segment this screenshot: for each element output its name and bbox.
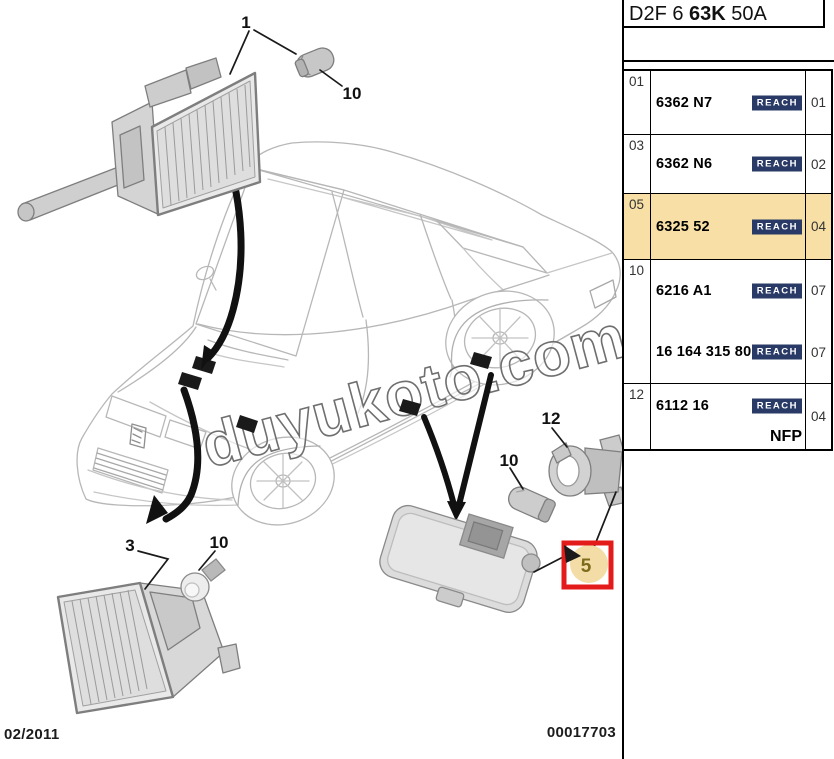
leader-arrows	[146, 149, 494, 524]
reach-badge[interactable]: REACH	[751, 344, 802, 360]
row-index: 12	[624, 384, 651, 449]
interior-lamp-assembly-bottom	[56, 581, 241, 715]
callout-10-side: 10	[500, 451, 519, 470]
highlight-circle	[570, 545, 608, 583]
reach-badge[interactable]: REACH	[751, 219, 802, 234]
wedge-bulb-top	[294, 47, 335, 78]
reach-badge[interactable]: REACH	[751, 398, 802, 414]
leader-arrowhead	[564, 545, 581, 563]
diagram-pane: duyukoto.com	[4, 13, 622, 743]
figure-code-bold: 63K	[689, 3, 726, 25]
figure-code-part1: D2F 6	[629, 3, 690, 25]
selected-part-marker[interactable]	[561, 540, 614, 590]
row-index: 10	[624, 260, 651, 383]
callout-10-top: 10	[343, 84, 362, 103]
callout-3: 3	[125, 536, 134, 555]
table-row[interactable]: 01 6362 N7 REACH 01	[624, 71, 831, 135]
part-number: 6362 N7	[656, 94, 713, 111]
part-number: 6216 A1	[656, 282, 712, 299]
table-row[interactable]: 10 6216 A1 REACH 16 164 315 80 REACH 07 …	[624, 260, 831, 384]
table-row[interactable]: 12 6112 16 REACH NFP 04	[624, 384, 831, 449]
ref-number: 07	[810, 283, 827, 299]
ref-number: 01	[810, 95, 827, 110]
reach-badge[interactable]: REACH	[751, 156, 802, 172]
callout-12: 12	[542, 409, 561, 428]
ref-number: 02	[810, 156, 827, 172]
reach-badge[interactable]: REACH	[751, 95, 802, 110]
ref-number: 04	[810, 409, 827, 424]
part-number: 16 164 315 80	[656, 344, 752, 361]
interior-lamp-assembly-top	[17, 57, 262, 222]
empty-header-row	[624, 28, 834, 62]
exploded-parts-diagram: duyukoto.com	[17, 13, 622, 715]
callout-10-bottom: 10	[210, 533, 229, 552]
revision-date: 02/2011	[4, 726, 60, 743]
wedge-bulb-side	[507, 486, 556, 523]
part-number: 6112 16	[656, 398, 710, 414]
callout-leaders	[137, 29, 617, 590]
part-number: 6362 N6	[656, 156, 713, 172]
figure-code-header: D2F 6 63K 50A	[624, 0, 825, 28]
front-wheel	[231, 436, 335, 526]
figure-code-part3: 50A	[725, 3, 767, 25]
callout-1: 1	[241, 13, 250, 32]
row-index: 03	[624, 135, 651, 193]
table-row-highlighted[interactable]: 05 6325 52 REACH 04	[624, 194, 831, 260]
bulb-socket	[548, 434, 622, 507]
parts-table-pane: D2F 6 63K 50A 01 6362 N7 REACH 01 03	[622, 0, 834, 759]
selection-red-box	[561, 540, 614, 590]
callout-5: 5	[581, 556, 592, 577]
table-row[interactable]: 03 6362 N6 REACH 02	[624, 135, 831, 194]
callout-numbers: 1 10 3 10 10 12 5	[125, 13, 591, 577]
ref-number: 04	[810, 219, 827, 234]
row-index: 05	[624, 194, 651, 259]
row-index: 01	[624, 71, 651, 134]
parts-table: 01 6362 N7 REACH 01 03 6362 N6 REACH	[624, 69, 833, 451]
ref-number: 07	[810, 344, 827, 360]
nfp-note: NFP	[770, 428, 802, 445]
document-number: 00017703	[546, 724, 616, 741]
glass-bulb-bottom-left	[180, 558, 226, 602]
reach-badge[interactable]: REACH	[751, 283, 802, 299]
part-number: 6325 52	[656, 218, 710, 235]
side-marker-lamp	[379, 504, 541, 613]
